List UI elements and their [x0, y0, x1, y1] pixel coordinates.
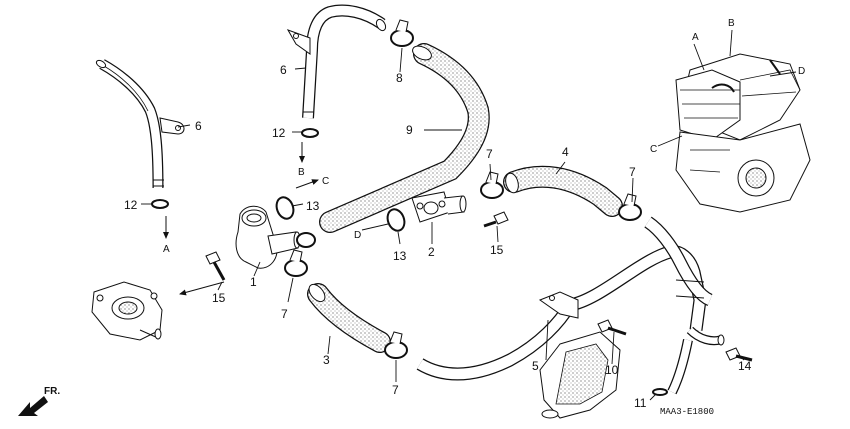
callout-13-center: 13	[393, 249, 407, 263]
hose-9	[319, 43, 490, 233]
ref-c-center: C	[322, 176, 329, 187]
callout-7-bottom: 7	[392, 383, 399, 397]
callout-7-middle: 7	[281, 307, 288, 321]
ref-d-engine: D	[798, 66, 805, 77]
water-pipe-left	[95, 59, 185, 189]
callout-2: 2	[428, 245, 435, 259]
callout-12-upper: 12	[272, 126, 286, 140]
connection-refs: A B C D A B C D	[163, 18, 805, 255]
callout-3: 3	[323, 353, 330, 367]
callout-14: 14	[738, 359, 752, 373]
callout-1: 1	[250, 275, 257, 289]
callout-11: 11	[634, 396, 647, 410]
diagram-code: MAA3-E1800	[660, 407, 714, 417]
front-label: FR.	[44, 386, 60, 397]
water-joint	[411, 191, 467, 223]
o-ring-13-left	[275, 196, 295, 220]
o-ring-13-center	[386, 208, 406, 232]
thermostat-housing	[235, 205, 301, 269]
callout-6-left: 6	[195, 119, 202, 133]
callout-9: 9	[406, 123, 413, 137]
callout-10: 10	[605, 363, 619, 377]
ref-d-center: D	[354, 230, 361, 241]
callout-15-left: 15	[212, 291, 226, 305]
callout-12-lower: 12	[124, 198, 138, 212]
bolt-10	[597, 319, 627, 336]
o-ring-12-lower	[151, 199, 169, 209]
leader-lines	[141, 29, 797, 401]
callout-15-center: 15	[490, 243, 504, 257]
washer-11	[652, 388, 668, 396]
bolt-15-center	[483, 211, 509, 228]
hose-clamp-7d	[384, 331, 408, 359]
thermostat-cover	[91, 281, 163, 341]
callout-8: 8	[396, 71, 403, 85]
ref-c-engine: C	[650, 144, 657, 155]
water-pipe-upper	[286, 4, 387, 119]
callout-7-top: 7	[486, 147, 493, 161]
bolt-14	[725, 347, 753, 362]
ref-a-engine: A	[692, 32, 699, 43]
hose-clamp-7c	[284, 249, 308, 277]
ref-b-engine: B	[728, 18, 735, 29]
part-callouts: 6 6 12 12 8 9 13 13 2 7 4 7 15 1 15 7 3 …	[124, 63, 752, 410]
callout-7-right: 7	[629, 165, 636, 179]
front-direction-indicator: FR.	[18, 386, 60, 416]
water-pipe-5	[416, 216, 725, 395]
flow-arrows	[163, 142, 319, 296]
hose-clamp-7a	[480, 171, 504, 199]
hose-3	[307, 283, 391, 353]
ref-b-center: B	[298, 167, 305, 178]
o-ring-12-upper	[301, 128, 319, 138]
hose-4	[503, 165, 623, 217]
callout-13-left: 13	[306, 199, 320, 213]
hose-clamp-thermostat	[296, 232, 316, 248]
callout-5: 5	[532, 359, 539, 373]
callout-4: 4	[562, 145, 569, 159]
hose-clamp-8	[390, 19, 414, 47]
callout-6-upper: 6	[280, 63, 287, 77]
bolt-15-left	[205, 251, 226, 281]
engine-illustration	[675, 53, 811, 213]
ref-a-left: A	[163, 244, 170, 255]
water-pump-cover	[539, 331, 621, 419]
hose-clamp-7b	[618, 193, 642, 221]
